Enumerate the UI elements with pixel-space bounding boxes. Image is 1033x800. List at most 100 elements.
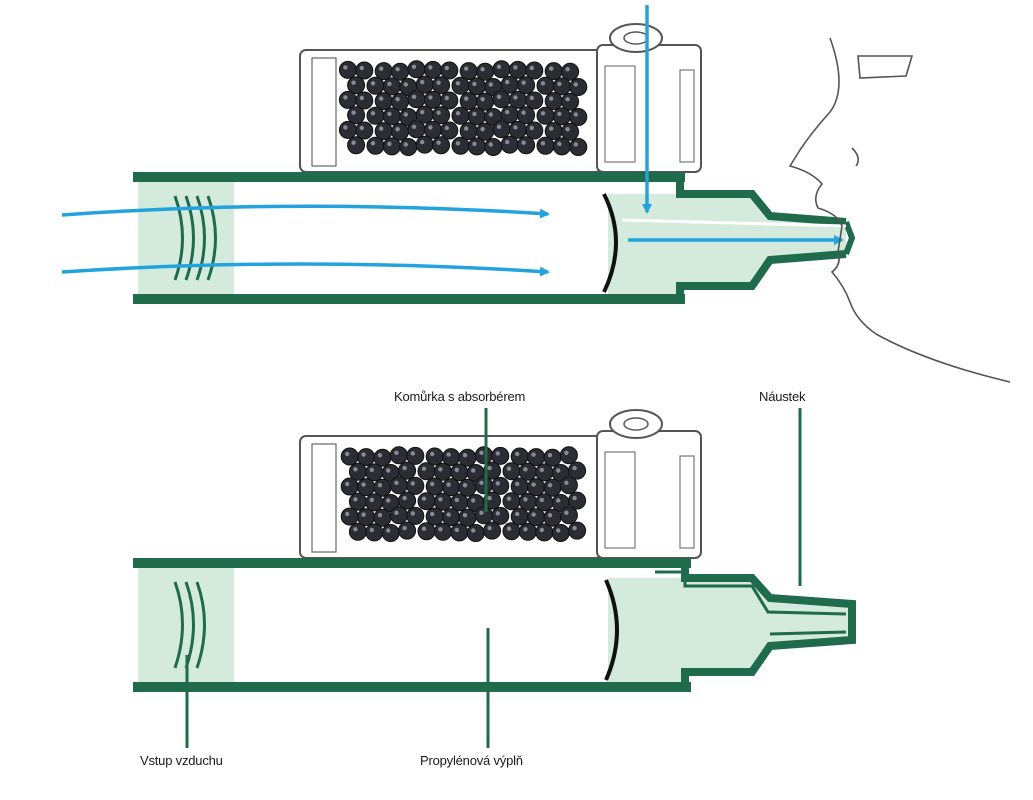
absorber-bead-icon [483,461,502,480]
absorber-bead-highlight [515,481,520,487]
absorber-bead-icon [525,61,544,80]
absorber-bead-highlight [573,142,578,147]
absorber-bead-highlight [505,109,510,115]
absorber-bead-highlight [410,451,415,456]
absorber-bead-icon [518,462,537,481]
absorber-bead-icon [450,493,469,512]
absorber-bead-icon [347,76,366,95]
absorber-bead-highlight [455,81,461,86]
absorber-bead-highlight [521,80,526,85]
absorber-bead-icon [415,105,434,124]
absorber-bead-highlight [403,112,408,117]
absorber-bead-icon [382,137,401,156]
absorber-bead-icon [373,448,392,467]
absorber-bead-highlight [495,451,500,456]
absorber-bead-icon [391,92,410,111]
absorber-bead-icon [491,506,510,525]
absorber-bead-icon [355,61,374,80]
absorber-bead-icon [502,522,521,541]
absorber-bead-highlight [523,527,528,532]
label-mouthpiece: Náustek [759,389,806,404]
absorber-bead-highlight [540,81,546,86]
absorber-bead-icon [366,76,385,95]
absorber-bead-highlight [377,513,383,518]
absorber-bead-icon [451,106,470,125]
absorber-bead-highlight [386,468,391,473]
label-absorber-cell: Komůrka s absorbérem [394,389,526,404]
absorber-bead-icon [407,120,426,139]
absorber-bead-highlight [361,482,366,487]
absorber-bead-highlight [421,526,427,531]
absorber-bead-highlight [369,467,374,473]
absorber-bead-icon [525,91,544,110]
absorber-bead-highlight [564,510,569,515]
absorber-bead-icon [338,120,357,139]
absorber-bead-highlight [472,141,477,147]
absorber-bead-highlight [521,110,526,115]
absorber-bead-icon [517,106,536,125]
absorber-bead-highlight [557,81,562,87]
absorber-bead-icon [442,448,461,467]
absorber-bead-highlight [394,450,399,455]
absorber-bead-icon [406,476,425,495]
absorber-bead-icon [355,121,374,140]
absorber-bead-icon [569,108,588,126]
absorber-bead-highlight [438,467,443,472]
absorber-bead-highlight [471,498,476,503]
absorber-bead-icon [492,60,511,79]
absorber-bead-icon [502,492,521,511]
absorber-bead-highlight [540,141,546,146]
absorber-bead-icon [551,524,570,542]
absorber-bead-highlight [572,495,577,501]
absorber-bead-icon [374,62,393,81]
absorber-bead-icon [355,91,374,110]
absorber-bead-icon [500,75,519,94]
absorber-bead-icon [518,492,537,511]
absorber-bead-highlight [444,125,449,131]
absorber-bead-highlight [359,95,364,101]
absorber-bead-highlight [539,497,544,503]
absorber-bead-icon [474,446,493,465]
absorber-bead-highlight [531,452,536,457]
absorber-bead-highlight [462,453,468,458]
absorber-bead-highlight [487,495,492,501]
absorber-bead-highlight [436,110,441,115]
absorber-bead-icon [398,521,417,540]
absorber-bead-highlight [455,141,461,146]
absorber-bead-highlight [402,465,407,471]
absorber-bead-icon [518,522,537,541]
absorber-bead-icon [433,522,452,541]
absorber-bead-icon [476,122,495,141]
absorber-bead-icon [569,78,588,96]
absorber-bead-highlight [529,65,534,71]
absorber-bead-icon [373,508,392,527]
absorber-bead-highlight [359,125,364,131]
absorber-bead-icon [536,106,555,125]
absorber-bead-highlight [471,528,476,533]
absorber-bead-icon [340,447,359,466]
absorber-bead-highlight [446,512,451,517]
absorber-bead-icon [544,62,563,81]
absorber-bead-highlight [480,127,485,132]
absorber-bead-highlight [386,498,391,503]
absorber-bead-icon [348,522,367,541]
absorber-bead-highlight [464,126,469,131]
absorber-bead-icon [417,462,436,481]
absorber-bead-icon [374,122,393,141]
absorber-bead-icon [432,106,451,125]
absorber-bead-highlight [454,497,459,503]
absorber-bead-highlight [455,111,461,116]
absorber-bead-icon [366,136,385,155]
absorber-bead-icon [440,91,459,110]
absorber-bead-icon [474,476,493,495]
absorber-bead-icon [338,60,357,79]
absorber-bead-icon [365,493,384,512]
absorber-bead-highlight [573,112,578,117]
absorber-bead-icon [442,478,461,497]
absorber-bead-highlight [369,497,374,503]
absorber-bead-highlight [403,142,408,147]
absorber-bead-highlight [430,481,435,487]
absorber-bead-highlight [361,452,366,457]
absorber-bead-icon [406,506,425,525]
